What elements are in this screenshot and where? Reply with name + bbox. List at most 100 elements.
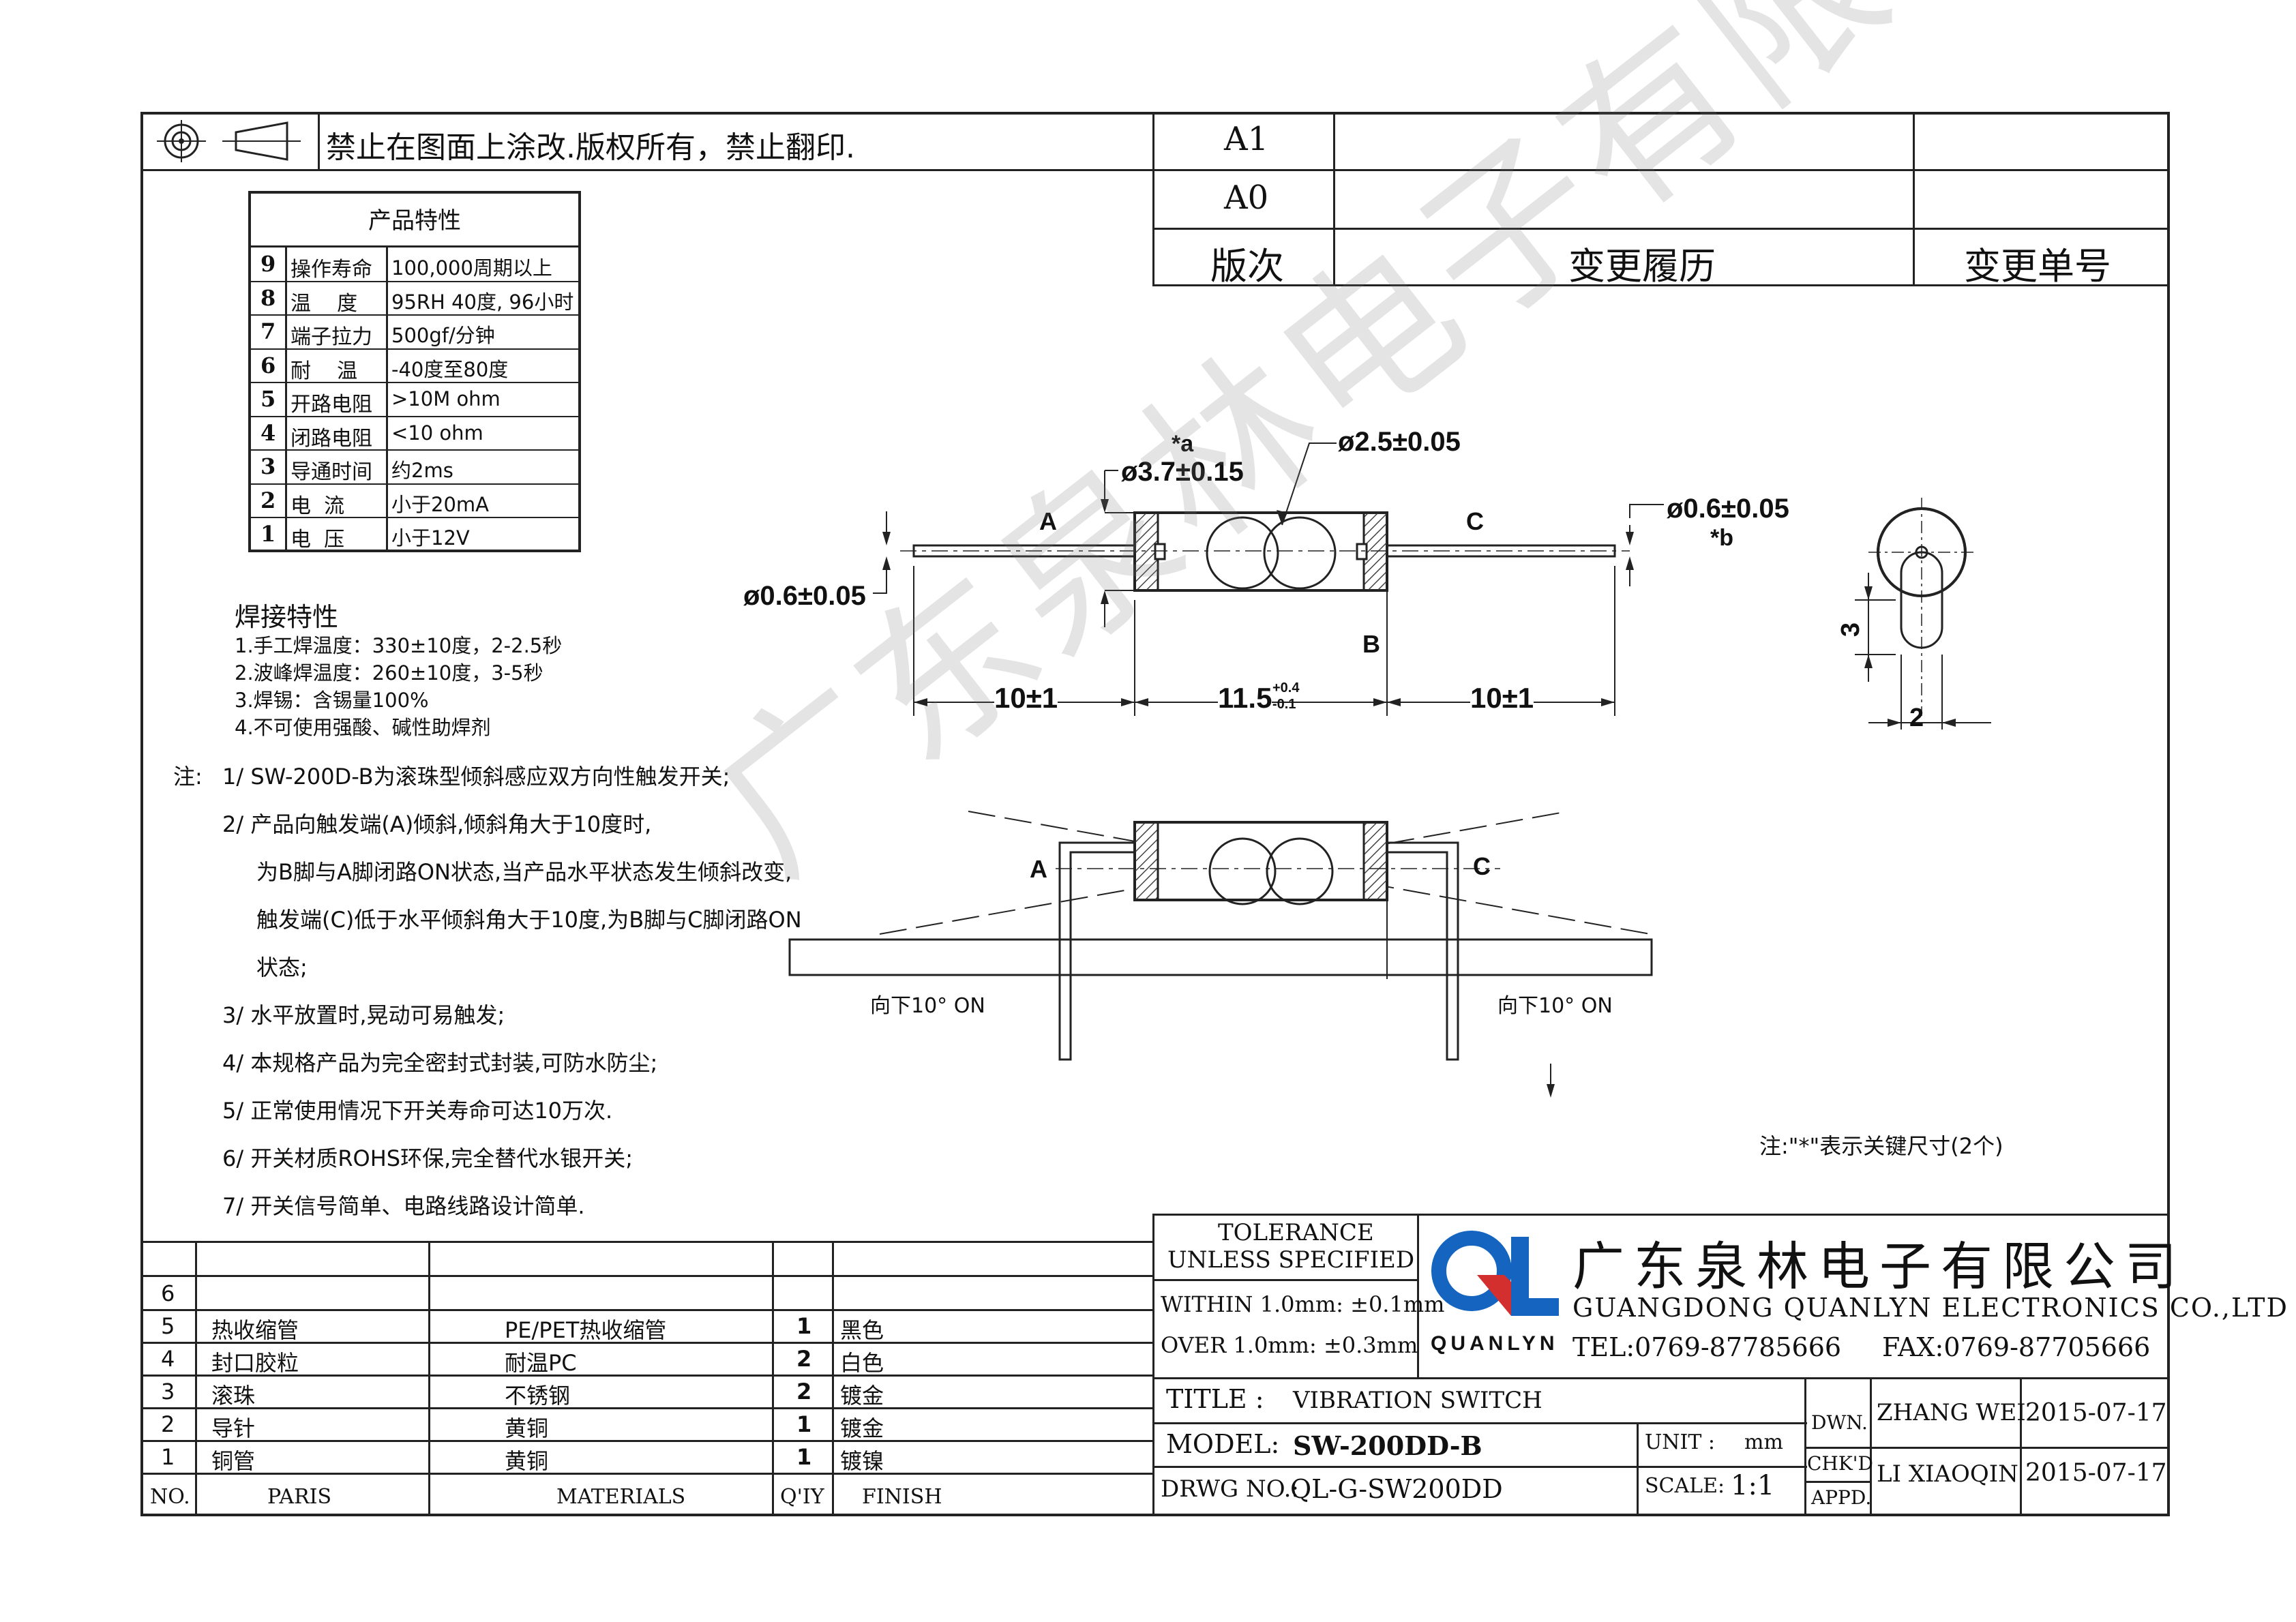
key-dimension-note: 注:"*"表示关键尺寸(2个) [1759, 1133, 2003, 1159]
dim-length-right: 10±1 [1470, 682, 1534, 715]
char-row-no: 7 [260, 318, 276, 344]
dim-length-left: 10±1 [994, 682, 1058, 715]
bom-table [140, 1241, 1152, 1516]
revision-header-number: 变更单号 [1964, 245, 2111, 288]
bom-header-no: NO. [150, 1485, 190, 1509]
char-row-item: 开路电阻 [290, 393, 372, 417]
bom-row-part: 热收缩管 [211, 1317, 299, 1343]
product-characteristics-table [248, 191, 581, 552]
char-row-item: 耐 温 [290, 359, 358, 383]
char-row-item: 端子拉力 [290, 325, 372, 349]
bom-row-material: 不锈钢 [505, 1383, 571, 1409]
soldering-item: 3.焊锡：含锡量100% [235, 689, 429, 712]
bom-row-part: 铜管 [211, 1448, 256, 1474]
bom-row-qty: 1 [796, 1444, 812, 1470]
char-row-item: 导通时间 [290, 460, 372, 484]
right-seal [1362, 511, 1388, 592]
bom-row-part: 滚珠 [211, 1383, 256, 1409]
bom-row-finish: 镀镍 [840, 1448, 884, 1474]
dim-length-body-tol-up: +0.4 [1272, 680, 1300, 695]
company-name-cn: 广东泉林电子有限公司 [1572, 1236, 2186, 1297]
bom-row-qty: 2 [796, 1379, 812, 1405]
note-line: 6/ 开关材质ROHS环保,完全替代水银开关; [222, 1145, 633, 1171]
char-row-no: 5 [260, 386, 276, 412]
note-line: 1/ SW-200D-B为滚珠型倾斜感应双方向性触发开关; [222, 764, 730, 790]
revision-header-history: 变更履历 [1568, 245, 1716, 288]
note-line: 7/ 开关信号简单、电路线路设计简单. [222, 1193, 585, 1219]
note-line: 4/ 本规格产品为完全密封式封装,可防水防尘; [222, 1050, 658, 1076]
soldering-item: 1.手工焊温度：330±10度，2-2.5秒 [235, 634, 563, 657]
drawn-date: 2015-07-17 [2025, 1399, 2167, 1427]
unit-value: mm [1744, 1430, 1783, 1454]
drawn-by: ZHANG WEI [1877, 1399, 2026, 1426]
chkd-label: CHK'D [1807, 1452, 1873, 1475]
char-row-no: 6 [260, 352, 276, 378]
company-tel: TEL:0769-87785666 [1572, 1332, 1842, 1362]
dim-body-mark: *a [1172, 431, 1194, 457]
ball-2 [1263, 516, 1337, 590]
mounted-left-pin [1058, 841, 1135, 1061]
left-seal [1133, 511, 1159, 592]
checked-by: LI XIAOQIN [1877, 1460, 2018, 1488]
bom-row-no: 3 [161, 1379, 175, 1405]
tolerance-within: WITHIN 1.0mm: ±0.1mm [1161, 1291, 1445, 1317]
char-row-value: 小于20mA [391, 492, 489, 516]
bom-header-finish: FINISH [862, 1485, 942, 1509]
dim-ball-diameter: ø2.5±0.05 [1338, 427, 1461, 457]
mounted-switch-body [1133, 821, 1388, 901]
appd-label: APPD. [1811, 1486, 1872, 1509]
char-row-no: 3 [260, 453, 276, 479]
tolerance-subtitle: UNLESS SPECIFIED [1167, 1246, 1415, 1274]
unit-label: UNIT : [1645, 1430, 1716, 1454]
dim-length-body-tol-down: -0.1 [1272, 697, 1296, 712]
char-row-value: 小于12V [391, 526, 470, 550]
char-row-value: 95RH 40度, 96小时 [391, 290, 574, 314]
drwg-value: QL-G-SW200DD [1290, 1474, 1503, 1504]
bom-row-finish: 白色 [840, 1350, 884, 1376]
bom-row-qty: 2 [796, 1346, 812, 1372]
revision-row-a0: A0 [1224, 179, 1269, 217]
bom-header-material: MATERIALS [556, 1485, 686, 1509]
mount-tilt-right: 向下10° ON [1497, 994, 1613, 1018]
bom-header-qty: Q'IY [780, 1485, 824, 1509]
bom-row-no: 2 [161, 1411, 175, 1437]
bom-row-material: 黄铜 [505, 1415, 549, 1441]
char-row-item: 电 流 [290, 494, 345, 518]
soldering-item: 2.波峰焊温度：260±10度，3-5秒 [235, 661, 543, 685]
mount-label-c: C [1473, 852, 1491, 880]
char-row-value: <10 ohm [391, 421, 483, 445]
revision-header-version: 版次 [1210, 245, 1284, 288]
dim-side-height: 3 [1836, 622, 1866, 637]
soldering-item: 4.不可使用强酸、碱性助焊剂 [235, 716, 491, 739]
dim-body-diameter: ø3.7±0.15 [1121, 457, 1244, 487]
bom-row-part: 封口胶粒 [211, 1350, 299, 1376]
company-brand: QUANLYN [1431, 1332, 1559, 1355]
note-line: 为B脚与A脚闭路ON状态,当产品水平状态发生倾斜改变, [256, 859, 792, 885]
model-label: MODEL: [1166, 1429, 1280, 1459]
dim-pin-right-mark: *b [1710, 525, 1733, 551]
copyright-notice: 禁止在图面上涂改.版权所有，禁止翻印. [326, 130, 855, 165]
drawing-frame [140, 112, 2170, 1516]
revision-row-a1: A1 [1224, 120, 1269, 158]
bom-row-material: PE/PET热收缩管 [505, 1317, 667, 1343]
char-row-item: 闭路电阻 [290, 426, 372, 451]
dim-pin-left-diameter: ø0.6±0.05 [743, 581, 866, 611]
scale-label: SCALE: [1645, 1474, 1725, 1498]
mounted-right-pin [1387, 841, 1459, 1061]
tolerance-over: OVER 1.0mm: ±0.3mm [1161, 1332, 1418, 1358]
char-row-value: 100,000周期以上 [391, 256, 552, 280]
pcb-board [788, 938, 1653, 976]
bom-row-qty: 1 [796, 1411, 812, 1437]
note-line: 触发端(C)低于水平倾斜角大于10度,为B脚与C脚闭路ON [256, 907, 802, 933]
note-line: 5/ 正常使用情况下开关寿命可达10万次. [222, 1098, 613, 1124]
checked-date: 2015-07-17 [2025, 1459, 2167, 1487]
label-a: A [1039, 507, 1057, 535]
ball-1 [1206, 516, 1279, 590]
tolerance-title: TOLERANCE [1218, 1219, 1374, 1246]
char-row-item: 温 度 [290, 291, 358, 316]
dwn-label: DWN. [1811, 1411, 1868, 1434]
char-row-no: 1 [260, 521, 276, 547]
bom-row-part: 导针 [211, 1415, 256, 1441]
char-row-value: 约2ms [391, 459, 453, 482]
dim-side-width: 2 [1909, 704, 1924, 732]
